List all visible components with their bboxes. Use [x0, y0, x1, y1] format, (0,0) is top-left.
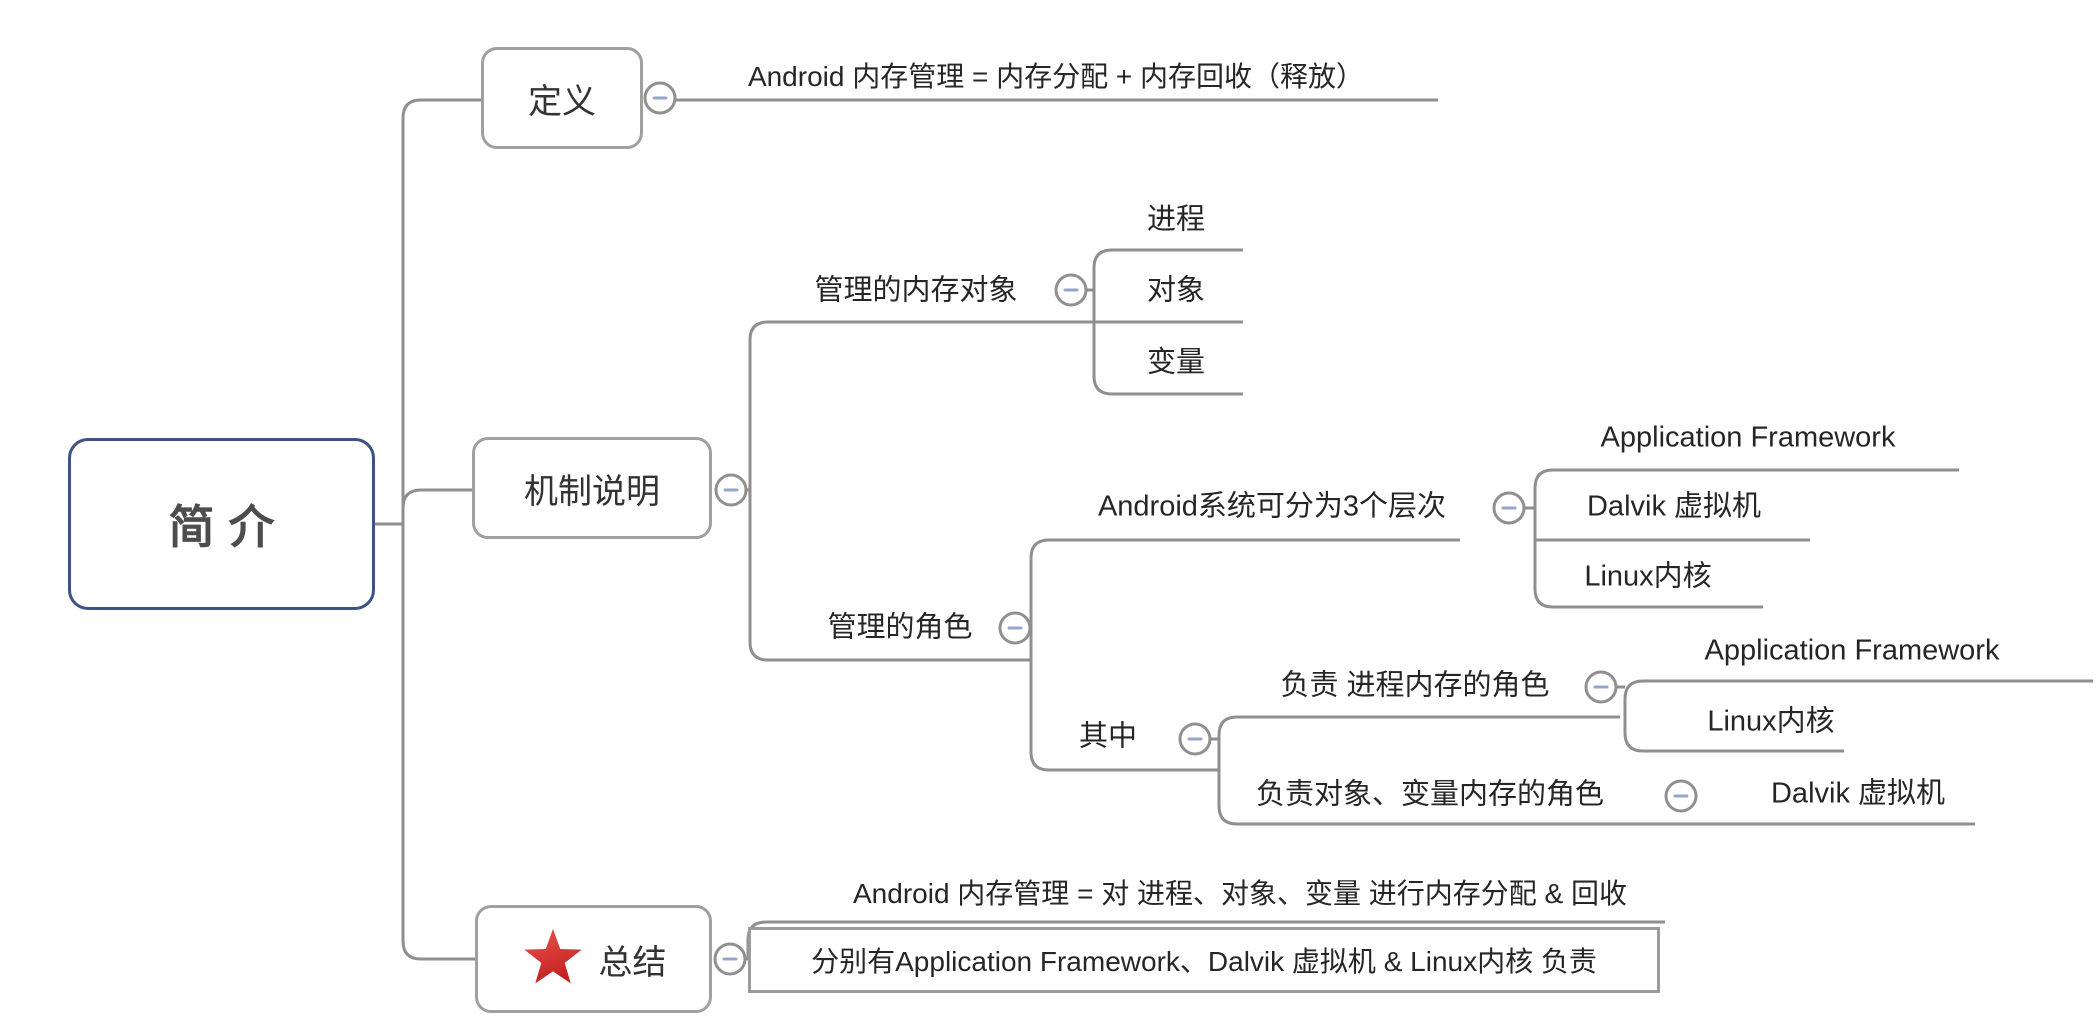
connector-root-to-definition — [401, 98, 481, 524]
topic-root[interactable]: 简介 — [68, 438, 375, 610]
collapse-button-definition[interactable] — [643, 81, 677, 115]
topic-role-process[interactable]: 负责 进程内存的角色 — [1280, 669, 1550, 702]
minus-icon — [1501, 506, 1517, 510]
minus-icon — [1063, 288, 1079, 292]
topic-linux-1[interactable]: Linux内核 — [1584, 560, 1712, 593]
minus-icon — [722, 957, 738, 961]
collapse-button-among[interactable] — [1178, 722, 1212, 756]
star-marker-icon — [521, 928, 585, 990]
topic-summary-child2-label: 分别有Application Framework、Dalvik 虚拟机 & Li… — [811, 946, 1597, 977]
topic-definition-child[interactable]: Android 内存管理 = 内存分配 + 内存回收（释放） — [747, 60, 1365, 92]
topic-mechanism[interactable]: 机制说明 — [472, 437, 712, 539]
collapse-button-layers[interactable] — [1492, 491, 1526, 525]
topic-linux-2[interactable]: Linux内核 — [1707, 705, 1835, 738]
topic-summary-label: 总结 — [598, 943, 667, 982]
topic-summary-child2[interactable]: 分别有Application Framework、Dalvik 虚拟机 & Li… — [748, 927, 1660, 993]
topic-process[interactable]: 进程 — [1146, 203, 1206, 236]
topic-summary[interactable]: 总结 — [475, 905, 712, 1013]
topic-definition-label: 定义 — [528, 82, 596, 121]
topic-role-objvar[interactable]: 负责对象、变量内存的角色 — [1255, 778, 1605, 811]
topic-dalvik-2[interactable]: Dalvik 虚拟机 — [1770, 777, 1946, 810]
topic-definition[interactable]: 定义 — [481, 47, 643, 149]
connector-roles-to-layers — [1029, 538, 1460, 660]
collapse-button-mechanism[interactable] — [714, 473, 748, 507]
minus-icon — [1673, 794, 1689, 798]
collapse-button-mem-objects[interactable] — [1054, 273, 1088, 307]
minus-icon — [1007, 626, 1023, 630]
collapse-button-roles[interactable] — [998, 611, 1032, 645]
collapse-button-role-objvar[interactable] — [1664, 779, 1698, 813]
topic-object[interactable]: 对象 — [1146, 274, 1206, 307]
minus-icon — [652, 96, 668, 100]
topic-layers[interactable]: Android系统可分为3个层次 — [1097, 490, 1447, 523]
connector-roles-to-among — [1029, 660, 1219, 772]
topic-application-framework-1[interactable]: Application Framework — [1600, 421, 1896, 454]
topic-root-label: 简介 — [168, 501, 289, 553]
minus-icon — [1187, 737, 1203, 741]
topic-variable[interactable]: 变量 — [1146, 346, 1206, 379]
topic-mechanism-label: 机制说明 — [524, 472, 660, 511]
topic-summary-child1[interactable]: Android 内存管理 = 对 进程、对象、变量 进行内存分配 & 回收 — [853, 877, 1627, 909]
minus-icon — [723, 488, 739, 492]
minus-icon — [1593, 685, 1609, 689]
connector-mechanism-to-memobjects — [748, 320, 1094, 490]
topic-application-framework-2[interactable]: Application Framework — [1704, 634, 2000, 667]
connector-bracket-roleprocess — [1623, 679, 2093, 753]
topic-dalvik-1[interactable]: Dalvik 虚拟机 — [1586, 490, 1762, 523]
connector-mechanism-to-roles — [748, 490, 1031, 662]
connector-bracket-among — [1217, 715, 1975, 826]
collapse-button-role-process[interactable] — [1584, 670, 1618, 704]
collapse-button-summary[interactable] — [713, 942, 747, 976]
connector-root-to-mechanism — [401, 488, 472, 524]
connector-root-to-summary — [401, 524, 475, 961]
topic-mem-objects[interactable]: 管理的内存对象 — [814, 274, 1018, 307]
topic-roles[interactable]: 管理的角色 — [827, 611, 973, 644]
topic-among[interactable]: 其中 — [1078, 720, 1138, 753]
